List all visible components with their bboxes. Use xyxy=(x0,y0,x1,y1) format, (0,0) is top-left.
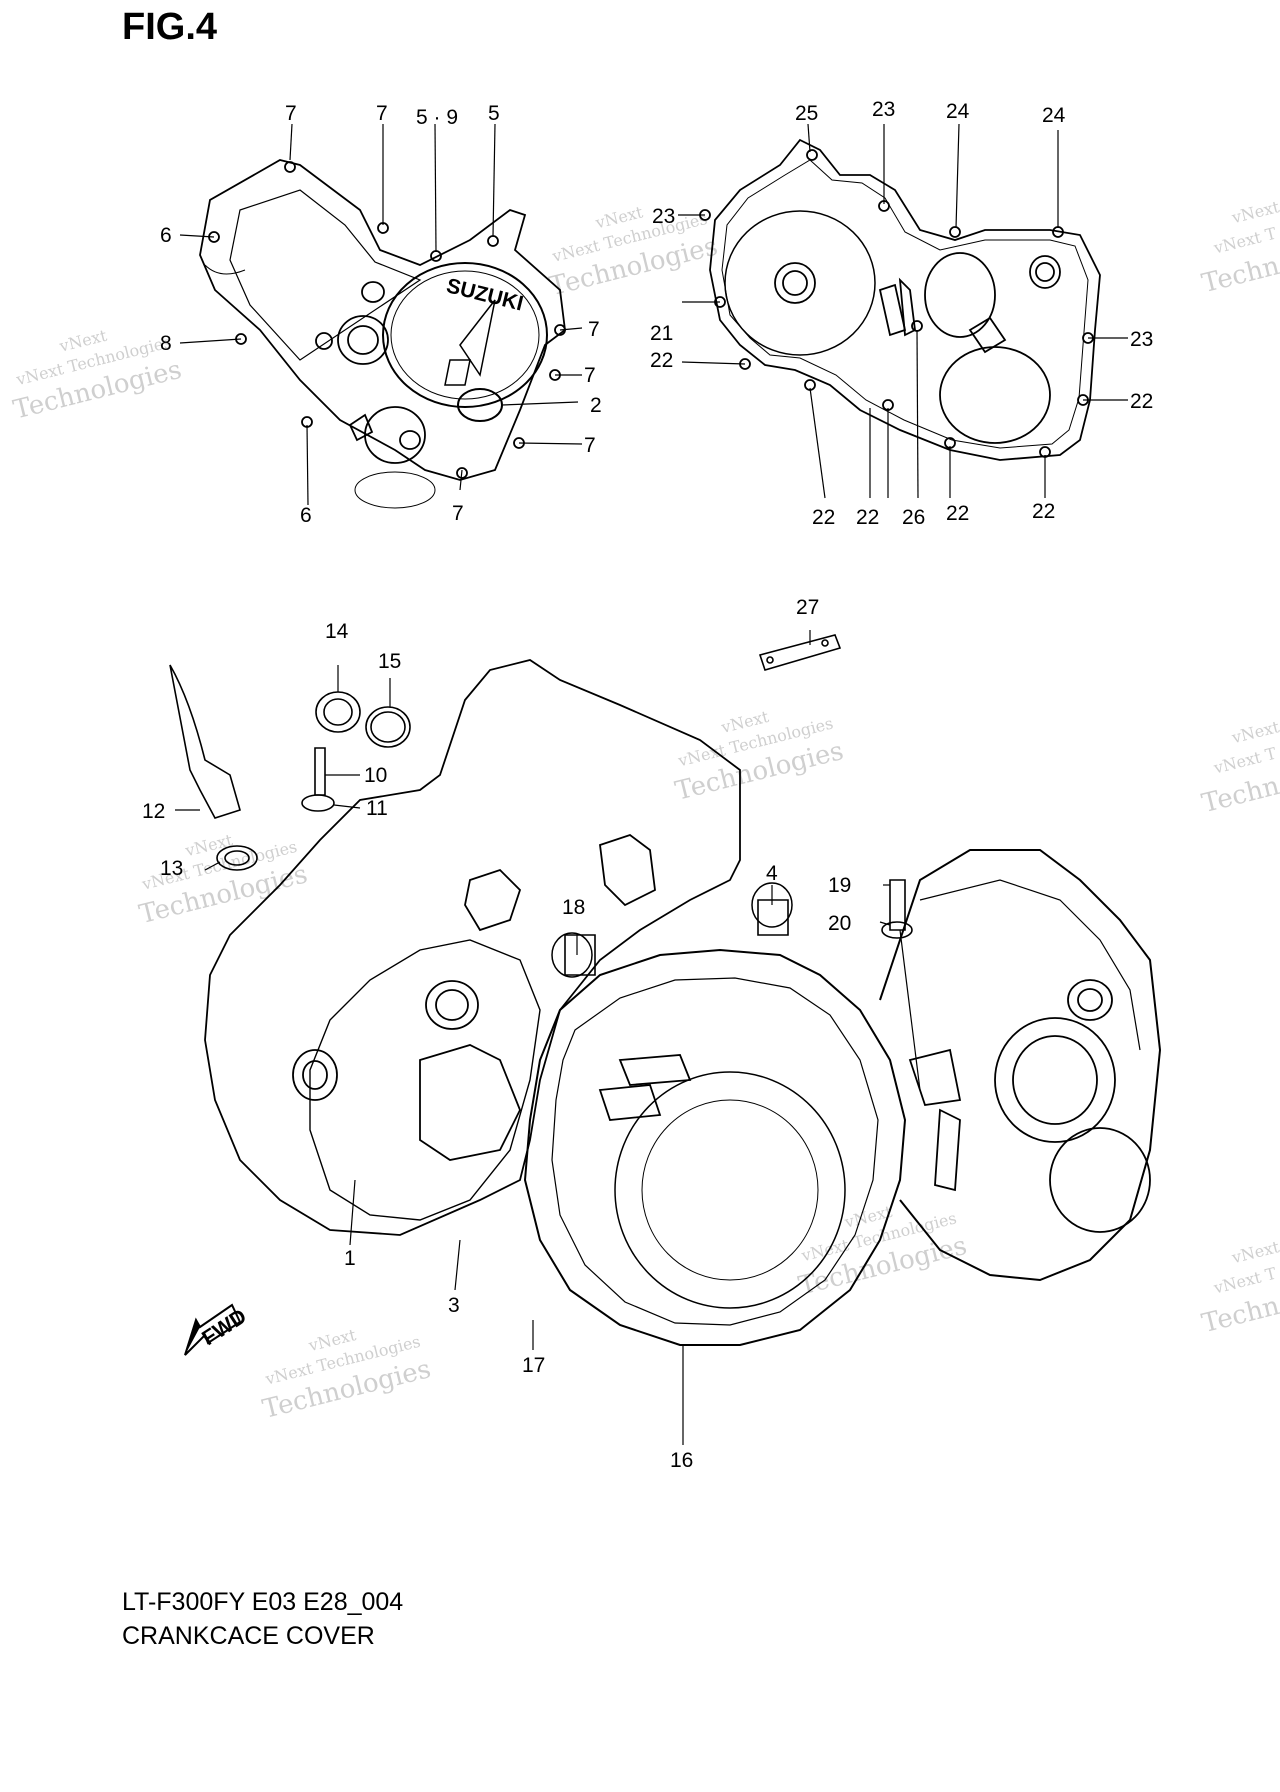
callout-19: 19 xyxy=(828,874,851,897)
callout-16: 16 xyxy=(670,1449,693,1472)
watermark-edge: vNext vNext T Techn vNext vNext T Techn … xyxy=(1199,197,1280,1339)
callout-20: 20 xyxy=(828,912,851,935)
callout-5: 5 xyxy=(488,102,500,125)
callout-2: 2 xyxy=(590,394,602,417)
callout-13: 13 xyxy=(160,857,183,880)
callout-22: 22 xyxy=(856,506,879,529)
part-title: CRANKCACE COVER xyxy=(122,1622,375,1650)
cover-gasket-drawing xyxy=(699,138,1101,461)
callout-8: 8 xyxy=(160,332,172,355)
forward-arrow-icon: FWD xyxy=(184,1303,251,1356)
callout-21: 21 xyxy=(650,322,673,345)
callout-12: 12 xyxy=(142,800,165,823)
callout-7: 7 xyxy=(588,318,600,341)
crankcase-drawing xyxy=(204,659,1162,1346)
clutch-cover-drawing xyxy=(199,159,566,509)
callout-22: 22 xyxy=(812,506,835,529)
callout-22: 22 xyxy=(1032,500,1055,523)
callout-11: 11 xyxy=(366,797,388,820)
callout-3: 3 xyxy=(448,1294,460,1317)
callout-22: 22 xyxy=(946,502,969,525)
svg-text:vNext: vNext xyxy=(1229,1237,1280,1267)
watermark-top-left: vNext vNext Technologies Technologies xyxy=(10,326,184,426)
callout-7: 7 xyxy=(285,102,297,125)
callout-7: 7 xyxy=(452,502,464,525)
leader-lines xyxy=(175,123,1128,1445)
svg-text:vNext: vNext xyxy=(1229,717,1280,747)
svg-text:vNext: vNext xyxy=(1229,197,1280,227)
model-code: LT-F300FY E03 E28_004 xyxy=(122,1588,404,1616)
callout-1: 1 xyxy=(344,1247,356,1270)
callout-4: 4 xyxy=(766,862,778,885)
callout-7: 7 xyxy=(376,102,388,125)
svg-text:Techn: Techn xyxy=(1199,771,1280,819)
callout-23: 23 xyxy=(652,205,675,228)
callout-7: 7 xyxy=(584,364,596,387)
watermark-low-left: vNext vNext Technologies Technologies xyxy=(260,1325,434,1425)
watermark-mid-right: vNext vNext Technologies Technologies xyxy=(672,707,846,807)
callout-24: 24 xyxy=(946,100,970,123)
callout-23: 23 xyxy=(872,98,895,121)
figure-title: FIG.4 xyxy=(122,6,218,48)
callout-26: 26 xyxy=(902,506,925,529)
svg-text:Techn: Techn xyxy=(1199,1291,1280,1339)
callout-6: 6 xyxy=(300,504,312,527)
callout-7: 7 xyxy=(584,434,596,457)
svg-text:Techn: Techn xyxy=(1199,251,1280,299)
callout-6: 6 xyxy=(160,224,172,247)
callout-18: 18 xyxy=(562,896,585,919)
callout-17: 17 xyxy=(522,1354,545,1377)
bracket-part-27 xyxy=(758,634,842,671)
callout-24: 24 xyxy=(1042,104,1066,127)
callout-23: 23 xyxy=(1130,328,1153,351)
callout-22: 22 xyxy=(650,349,673,372)
callout-14: 14 xyxy=(325,620,349,643)
callout-22: 22 xyxy=(1130,390,1153,413)
callout-25: 25 xyxy=(795,102,818,125)
small-parts xyxy=(169,664,913,976)
suzuki-logo-text: SUZUKI xyxy=(444,274,525,315)
watermark-top-right: vNext vNext Technologies Technologies xyxy=(547,202,721,302)
watermark-mid-left: vNext vNext Technologies Technologies xyxy=(136,830,310,930)
callout-5-9: 5 · 9 xyxy=(416,106,458,129)
callout-27: 27 xyxy=(796,596,819,619)
callout-10: 10 xyxy=(364,764,387,787)
callout-15: 15 xyxy=(378,650,401,673)
callout-labels: 7 7 5 · 9 5 7 7 2 7 7 6 8 6 25 23 24 24 … xyxy=(142,98,1153,1472)
